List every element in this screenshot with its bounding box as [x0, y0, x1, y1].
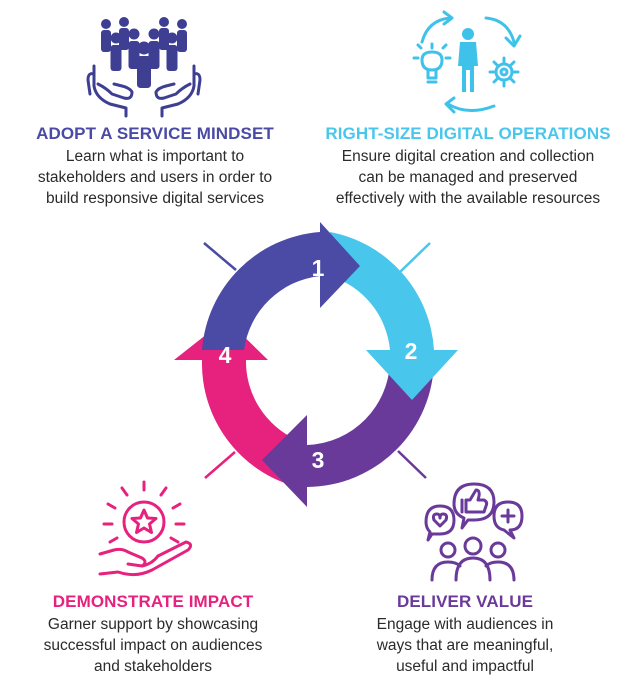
desc-line: useful and impactful [396, 658, 534, 675]
connector-line-top-right [399, 242, 431, 273]
step-number-2: 2 [405, 338, 418, 364]
desc-line: build responsive digital services [46, 190, 264, 207]
step-title-impact: DEMONSTRATE IMPACT [52, 592, 254, 611]
connector-line-bottom-left [204, 451, 236, 479]
step-number-3: 3 [312, 447, 325, 473]
step-desc-deliver: Engage with audiences in ways that are m… [340, 614, 590, 677]
step-title-rightsize: RIGHT-SIZE DIGITAL OPERATIONS [325, 124, 611, 143]
cycle-arrow-1 [202, 222, 360, 350]
desc-line: can be managed and preserved [358, 169, 578, 186]
desc-line: Learn what is important to [65, 148, 245, 165]
step-desc-rightsize: Ensure digital creation and collection c… [318, 146, 618, 209]
audience-feedback-icon [424, 482, 524, 582]
connector-line-bottom-right [397, 450, 427, 479]
desc-line: Garner support by showcasing [47, 616, 259, 633]
star-in-hand-icon [98, 480, 193, 577]
desc-line: and stakeholders [93, 658, 213, 675]
desc-line: successful impact on audiences [43, 637, 263, 654]
step-number-1: 1 [312, 255, 325, 281]
people-in-hands-icon [86, 17, 202, 118]
desc-line: Engage with audiences in [376, 616, 554, 633]
step-adopt-service-mindset: ADOPT A SERVICE MINDSET Learn what is im… [20, 124, 290, 209]
cycle-arrow-4 [174, 319, 297, 487]
desc-line: Ensure digital creation and collection [341, 148, 595, 165]
desc-line: effectively with the available resources [335, 190, 601, 207]
step-title-adopt: ADOPT A SERVICE MINDSET [36, 124, 274, 143]
desc-line: stakeholders and users in order to [37, 169, 273, 186]
step-right-size-operations: RIGHT-SIZE DIGITAL OPERATIONS Ensure dig… [318, 124, 618, 209]
step-deliver-value: DELIVER VALUE Engage with audiences in w… [340, 592, 590, 677]
desc-line: ways that are meaningful, [376, 637, 554, 654]
person-cycle-lightbulb-gear-icon [412, 10, 522, 114]
cycle-arrow-2 [330, 232, 458, 400]
cycle-arrow-3 [262, 360, 434, 507]
step-desc-impact: Garner support by showcasing successful … [18, 614, 288, 677]
connector-line-top-left [203, 242, 237, 271]
step-desc-adopt: Learn what is important to stakeholders … [20, 146, 290, 209]
step-number-4: 4 [219, 342, 232, 368]
step-demonstrate-impact: DEMONSTRATE IMPACT Garner support by sho… [18, 592, 288, 677]
step-title-deliver: DELIVER VALUE [396, 592, 534, 611]
